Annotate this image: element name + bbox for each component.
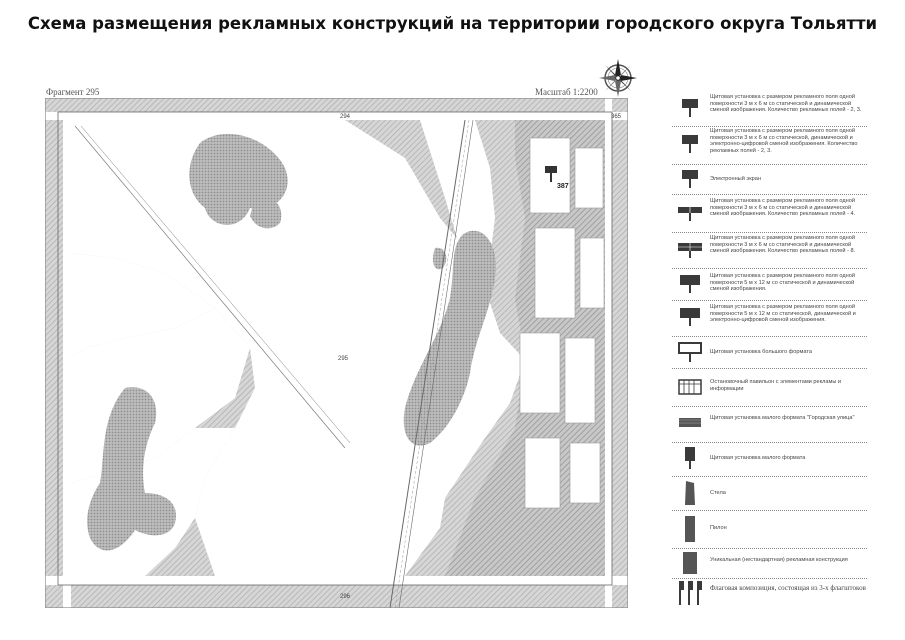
legend-item: Щитовая установка с размером рекламного … xyxy=(672,92,867,127)
fragment-frame xyxy=(57,111,613,586)
construction-number: 387 xyxy=(557,183,569,190)
compass-rose-icon xyxy=(599,59,637,97)
legend-text: Щитовая установка большого формата xyxy=(710,349,812,355)
neighbor-fragment-top: 294 xyxy=(340,114,351,120)
legend-text: Щитовая установка с размером рекламного … xyxy=(710,128,858,154)
legend-item: Флаговая композиция, состоящая из 3-х фл… xyxy=(672,578,867,610)
legend-item: Стела xyxy=(672,476,867,511)
billboard-3x6-digital-icon xyxy=(682,135,698,153)
pylon-icon xyxy=(685,516,695,542)
legend-item: Щитовая установка малого формата xyxy=(672,442,867,477)
legend-text: Щитовая установка с размером рекламного … xyxy=(710,198,856,218)
building-blocks xyxy=(519,137,605,509)
billboard-3x6-static-icon xyxy=(682,99,698,117)
city-format-icon xyxy=(679,418,701,427)
legend-item: Щитовая установка с размером рекламного … xyxy=(672,194,867,233)
large-format-billboard-icon xyxy=(678,342,702,362)
legend-text: Щитовая установка с размером рекламного … xyxy=(710,304,856,324)
open-field xyxy=(71,120,525,576)
legend-item: Остановочный павильон с элементами рекла… xyxy=(672,368,867,407)
vegetation-areas xyxy=(87,133,496,551)
billboard-marker[interactable]: 387 xyxy=(545,166,569,190)
legend-item: Электронный экран xyxy=(672,164,867,195)
page-title: Схема размещения рекламных конструкций н… xyxy=(27,14,878,33)
legend-item: Уникальная (нестандартная) рекламная кон… xyxy=(672,548,867,579)
legend-item: Щитовая установка с размером рекламного … xyxy=(672,300,867,337)
fragment-center-label: 295 xyxy=(338,356,349,362)
legend-text: Уникальная (нестандартная) рекламная кон… xyxy=(710,557,848,563)
legend-item: Щитовая установка малого формата "Городс… xyxy=(672,406,867,443)
small-format-icon xyxy=(685,447,695,469)
legend-text: Остановочный павильон с элементами рекла… xyxy=(710,379,842,392)
neighbor-fragment-bottom: 296 xyxy=(340,594,351,600)
unique-construction-icon xyxy=(683,552,697,574)
legend-text: Стела xyxy=(710,490,726,496)
billboard-5x12-digital-icon xyxy=(680,308,700,326)
fragment-label: Фрагмент 295 xyxy=(46,87,100,97)
legend-text: Щитовая установка с размером рекламного … xyxy=(710,94,862,114)
pavilion-icon xyxy=(678,379,702,395)
electronic-screen-icon xyxy=(682,170,698,188)
billboard-4-fields-icon xyxy=(678,207,702,221)
legend-text: Флаговая композиция, состоящая из 3-х фл… xyxy=(710,584,866,592)
legend-text: Пилон xyxy=(710,525,727,531)
legend-item: Щитовая установка большого формата xyxy=(672,336,867,369)
scale-label: Масштаб 1:2200 xyxy=(535,87,598,97)
legend-item: Пилон xyxy=(672,510,867,549)
legend-item: Щитовая установка с размером рекламного … xyxy=(672,268,867,301)
legend-item: Щитовая установка с размером рекламного … xyxy=(672,126,867,165)
legend-item: Щитовая установка с размером рекламного … xyxy=(672,232,867,269)
neighbor-fragment-top-right: 365 xyxy=(611,114,622,120)
legend-text: Щитовая установка с размером рекламного … xyxy=(710,235,856,255)
billboard-5x12-static-icon xyxy=(680,275,700,293)
legend-text: Щитовая установка с размером рекламного … xyxy=(710,273,855,293)
billboard-8-fields-icon xyxy=(678,243,702,258)
flag-composition-icon xyxy=(679,581,702,605)
stele-icon xyxy=(685,481,695,505)
legend-text: Щитовая установка малого формата xyxy=(710,455,806,461)
map-fragment[interactable]: 294 365 296 295 387 xyxy=(45,98,628,608)
map-legend: Щитовая установка с размером рекламного … xyxy=(672,92,867,612)
legend-text: Электронный экран xyxy=(710,176,761,182)
legend-text: Щитовая установка малого формата "Городс… xyxy=(710,415,855,421)
